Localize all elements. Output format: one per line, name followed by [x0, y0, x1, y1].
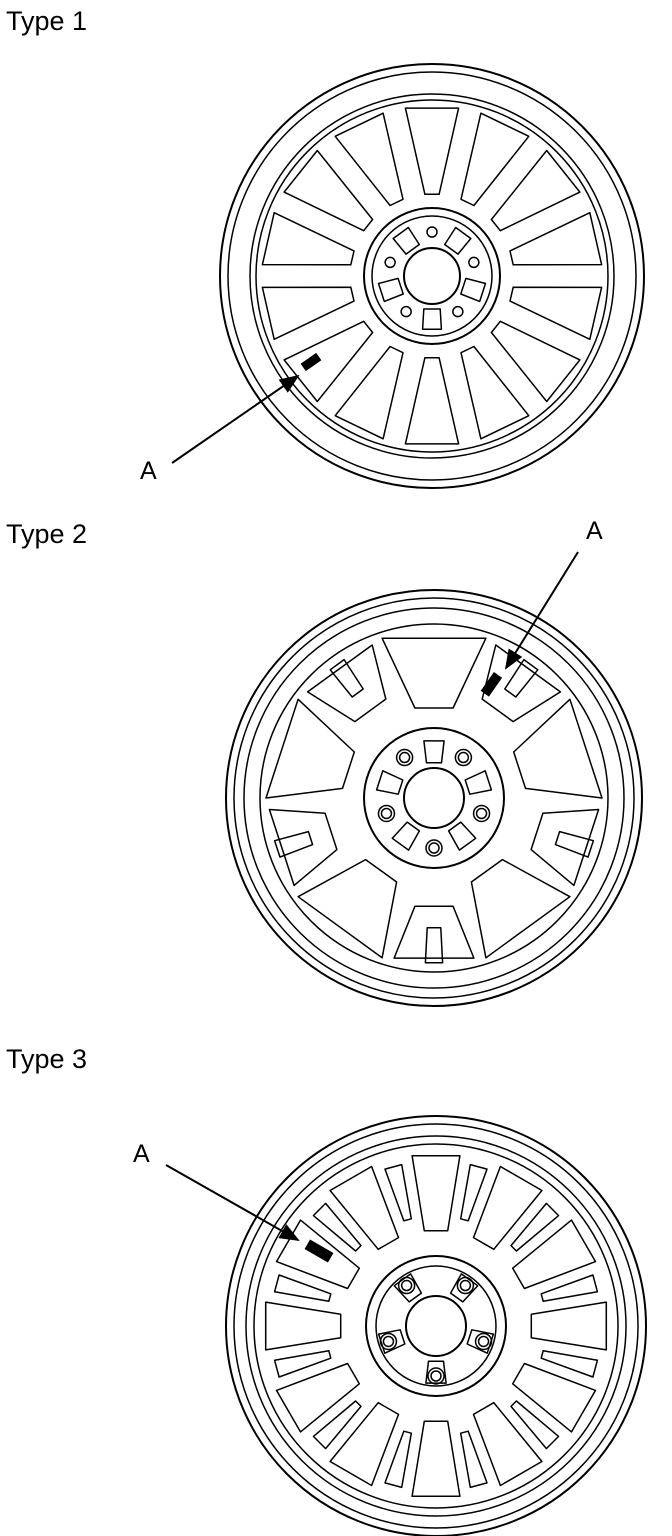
wheel-window — [511, 1219, 597, 1290]
spoke-outline — [306, 644, 387, 723]
hub-pocket — [377, 1329, 406, 1354]
type-2-wheel — [225, 551, 643, 1007]
type-3-callout-label: A — [133, 1140, 150, 1168]
spoke-slot — [273, 1274, 332, 1303]
hub-pocket — [449, 1273, 479, 1303]
wheel-window — [329, 1165, 400, 1251]
wheel-window — [381, 637, 487, 709]
wheel-window — [472, 1165, 543, 1251]
wheel-window — [472, 1401, 543, 1487]
type-3-wheel — [165, 1115, 647, 1536]
lug-hole — [400, 305, 412, 318]
hub-pocket — [466, 1329, 495, 1354]
lug-hole — [454, 748, 473, 767]
lug-hole — [395, 748, 414, 767]
spoke-slot — [273, 830, 314, 858]
hub-pocket — [423, 740, 445, 764]
wheel-window — [411, 1420, 461, 1498]
type-1-wheel — [171, 63, 645, 489]
type-2-callout-label: A — [586, 517, 603, 545]
wheel-window — [509, 286, 603, 341]
spoke-slot — [510, 1400, 560, 1450]
lug-hole — [472, 804, 491, 823]
spoke-slot — [540, 1349, 599, 1378]
wheel-window — [404, 107, 460, 196]
spoke-slot — [312, 1202, 362, 1252]
wheel-window — [265, 698, 356, 799]
lug-hole — [452, 305, 464, 318]
lug-hole — [377, 804, 396, 823]
wheel-window — [334, 112, 404, 207]
wheel-window — [283, 149, 374, 232]
spoke-slot — [312, 1400, 362, 1450]
wheel-window — [530, 1301, 608, 1351]
wheel-window — [411, 1154, 461, 1232]
type-2-marker — [480, 671, 503, 697]
wheel-window — [264, 1301, 342, 1351]
hub-pocket — [391, 821, 421, 851]
spoke-slot — [384, 1430, 413, 1489]
hub-pocket — [421, 308, 443, 330]
wheel-window — [512, 698, 603, 799]
wheel-window — [283, 320, 374, 403]
spoke-slot — [504, 658, 539, 698]
spoke-outline — [530, 808, 600, 887]
hub-pocket — [460, 277, 487, 303]
hub-pocket — [375, 770, 404, 795]
wheel-window — [404, 356, 460, 445]
wheel-window — [511, 1362, 597, 1433]
type-1-label: Type 1 — [6, 6, 88, 36]
spoke-outline — [393, 905, 475, 959]
spoke-outline — [481, 644, 562, 723]
spoke-slot — [459, 1163, 488, 1222]
type-2-label: Type 2 — [6, 519, 88, 549]
spoke-slot — [424, 927, 444, 964]
lug-hole — [425, 839, 443, 857]
wheel-window — [490, 149, 581, 232]
wheel-window — [275, 1362, 361, 1433]
spoke-slot — [273, 1349, 332, 1378]
type-1-callout-label: A — [140, 457, 157, 485]
hub-pocket — [443, 226, 472, 255]
spoke-outline — [268, 808, 338, 887]
lug-hole — [427, 1367, 445, 1385]
type-1-leader-line — [171, 374, 300, 464]
wheel-window — [509, 211, 603, 266]
lug-hole — [426, 226, 438, 238]
wheel-window — [261, 286, 355, 341]
type-3-leader-line — [165, 1164, 300, 1241]
spoke-slot — [510, 1202, 560, 1252]
wheel-window — [329, 1401, 400, 1487]
hub-pocket — [425, 1360, 447, 1384]
hub-pocket — [464, 770, 493, 795]
spoke-slot — [554, 830, 595, 858]
hub-pocket — [377, 277, 404, 303]
type-1-marker — [300, 352, 322, 372]
wheel-window — [275, 1219, 361, 1290]
wheel-window — [490, 320, 581, 403]
wheel-window — [334, 345, 404, 440]
lug-hole — [468, 256, 480, 269]
type-2-leader-line — [504, 551, 579, 670]
spoke-slot — [459, 1430, 488, 1489]
hub-pocket — [392, 226, 421, 255]
wheel-window — [261, 211, 355, 266]
type-3-label: Type 3 — [6, 1044, 88, 1074]
spoke-slot — [384, 1163, 413, 1222]
hub-pocket — [447, 821, 477, 851]
wheel-window — [460, 345, 530, 440]
wheel-window — [460, 112, 530, 207]
spoke-slot — [329, 658, 364, 698]
hub-pocket — [393, 1273, 423, 1303]
lug-hole — [384, 256, 396, 269]
type-3-marker — [304, 1239, 334, 1263]
wheel-window — [470, 858, 571, 959]
wheel-window — [297, 858, 398, 959]
spoke-slot — [540, 1274, 599, 1303]
